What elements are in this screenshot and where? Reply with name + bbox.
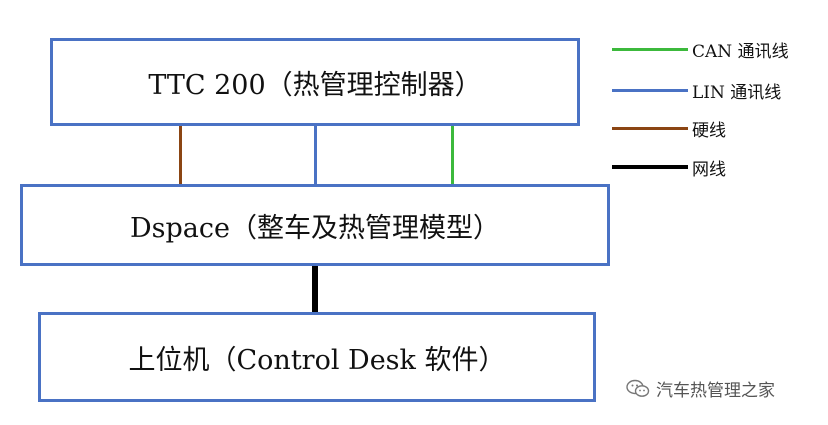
can-connection	[451, 126, 454, 184]
legend-label-hardwire: 硬线	[692, 120, 726, 141]
legend-label-lin: LIN 通讯线	[692, 82, 782, 103]
lin-connection	[314, 126, 317, 184]
legend-label-ethernet: 网线	[692, 159, 726, 180]
legend-line-hardwire	[612, 126, 688, 130]
legend-line-can	[612, 47, 688, 51]
watermark-text: 汽车热管理之家	[656, 381, 775, 401]
host-pc-label: 上位机（Control Desk 软件）	[128, 344, 506, 376]
legend-item-hardwire: 硬线	[612, 116, 726, 141]
legend-line-lin	[612, 88, 688, 92]
hardwire-connection	[179, 126, 182, 184]
wechat-icon	[626, 379, 650, 397]
host-pc-box: 上位机（Control Desk 软件）	[38, 312, 596, 402]
legend-item-ethernet: 网线	[612, 155, 726, 180]
legend-line-ethernet	[612, 165, 688, 169]
ttc-200-label: TTC 200（热管理控制器）	[148, 69, 482, 101]
legend-item-can: CAN 通讯线	[612, 37, 789, 62]
dspace-box: Dspace（整车及热管理模型）	[20, 184, 610, 266]
legend-item-lin: LIN 通讯线	[612, 78, 782, 103]
ethernet-connection	[312, 266, 318, 312]
watermark: 汽车热管理之家	[626, 376, 775, 401]
ttc-200-box: TTC 200（热管理控制器）	[50, 38, 580, 126]
legend-label-can: CAN 通讯线	[692, 41, 789, 62]
dspace-label: Dspace（整车及热管理模型）	[130, 212, 500, 244]
